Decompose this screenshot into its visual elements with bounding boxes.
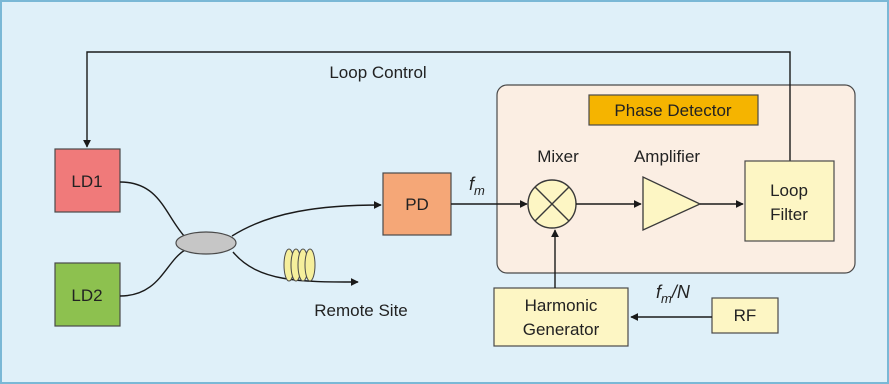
fm-label: fm xyxy=(469,174,485,198)
amplifier-label: Amplifier xyxy=(634,147,700,166)
loop-filter-label-line2: Filter xyxy=(770,205,808,224)
harmonic-generator-label-line1: Harmonic xyxy=(525,296,598,315)
fm-over-n-label: fm/N xyxy=(656,282,691,306)
ld1-box xyxy=(54,148,121,213)
rf-box xyxy=(711,297,779,334)
fiber-spool-icon xyxy=(283,248,316,282)
fiber-coupler-to-pd xyxy=(231,201,382,237)
fiber-coupler xyxy=(175,231,237,255)
harmonic-generator-label-line2: Generator xyxy=(523,320,600,339)
phase-detector-title: Phase Detector xyxy=(614,101,732,120)
fiber-ld1-to-coupler xyxy=(119,181,186,238)
loop-filter-label-line1: Loop xyxy=(770,181,808,200)
ld2-label: LD2 xyxy=(71,286,102,305)
mixer-cross-b xyxy=(534,186,570,222)
loop-filter-box xyxy=(744,160,835,242)
fiber-coupler-to-remote xyxy=(232,251,359,286)
rf-label: RF xyxy=(734,306,757,325)
fiber-ld2-to-coupler xyxy=(119,249,186,297)
loop-control-label: Loop Control xyxy=(329,63,426,82)
loop-control-line xyxy=(83,51,791,161)
ld1-label: LD1 xyxy=(71,172,102,191)
pd-label: PD xyxy=(405,195,429,214)
phase-detector-title-box xyxy=(588,94,759,126)
remote-site-label: Remote Site xyxy=(314,301,408,320)
harmonic-generator-box xyxy=(493,287,629,347)
amplifier-symbol xyxy=(642,175,702,232)
mixer-label: Mixer xyxy=(537,147,579,166)
ld2-box xyxy=(54,262,121,327)
